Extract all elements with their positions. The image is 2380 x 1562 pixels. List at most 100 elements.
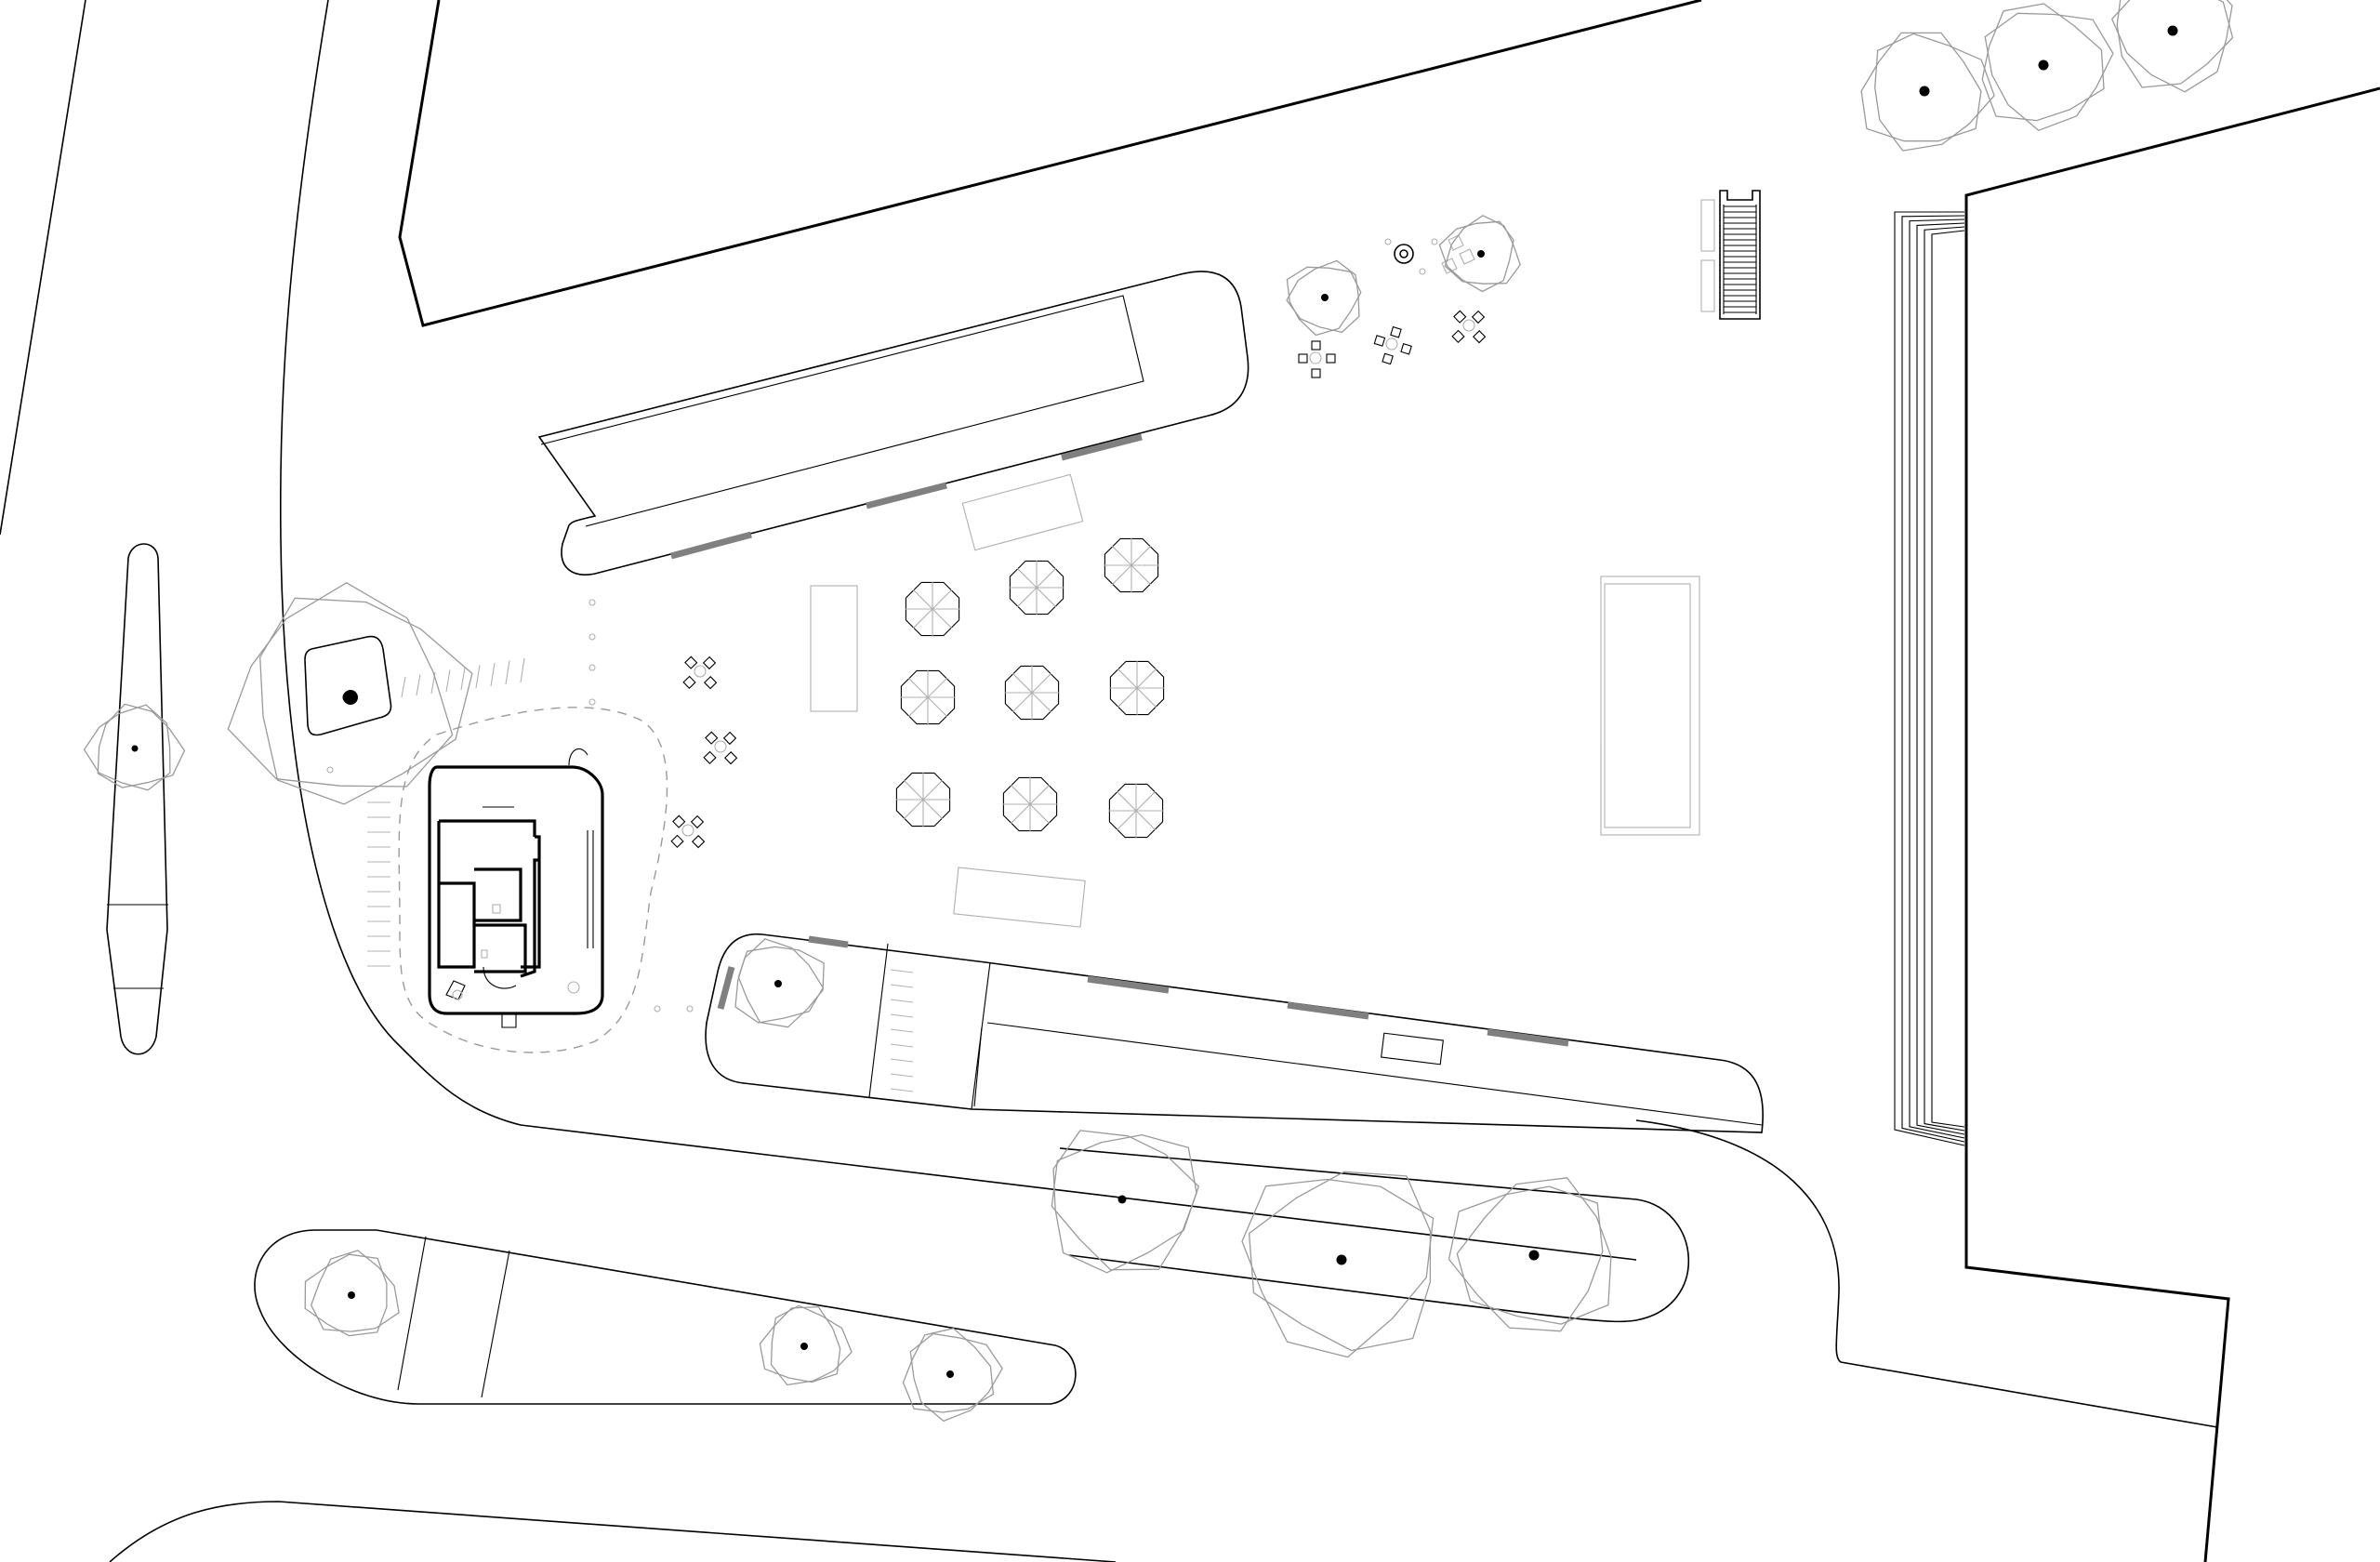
umbrella-canopy bbox=[1104, 537, 1159, 593]
chair bbox=[1451, 329, 1465, 343]
tree bbox=[759, 1304, 853, 1386]
umbrella bbox=[1108, 783, 1164, 839]
chair bbox=[1373, 335, 1386, 347]
tree bbox=[83, 703, 186, 791]
pavilion-entry-door bbox=[483, 748, 588, 1028]
tree-trunk bbox=[1477, 250, 1485, 258]
tree-canopy bbox=[1981, 3, 2105, 122]
umbrella-rib bbox=[1111, 564, 1132, 586]
umbrella-canopy bbox=[900, 669, 956, 725]
stage-east bbox=[1600, 576, 1700, 836]
planter-slat bbox=[445, 669, 451, 693]
tree-trunk bbox=[1336, 1254, 1347, 1265]
umbrella-rib bbox=[1016, 567, 1038, 589]
corner-planter bbox=[304, 635, 525, 736]
pavilion-plant-2 bbox=[567, 981, 580, 994]
tree-canopy bbox=[902, 1328, 995, 1413]
tree-canopy bbox=[1438, 220, 1514, 293]
stair-outline bbox=[1719, 190, 1761, 320]
umbrella-canopy bbox=[1004, 665, 1060, 721]
tree-canopy bbox=[770, 1304, 853, 1386]
umbrella-rib bbox=[1116, 810, 1137, 831]
tree-trunk bbox=[946, 1370, 954, 1378]
umbrella-rib bbox=[903, 799, 924, 820]
planter-slat bbox=[490, 662, 496, 687]
bollard bbox=[1419, 268, 1426, 275]
tree-canopy bbox=[227, 582, 454, 788]
tree bbox=[1981, 3, 2114, 131]
table-set bbox=[1373, 325, 1412, 365]
south-bench-divider-1 bbox=[868, 943, 889, 1098]
south-bench-strip-2 bbox=[1087, 975, 1170, 994]
street-lines bbox=[0, 0, 2218, 1562]
bench-step bbox=[890, 1073, 914, 1078]
umbrella-rib bbox=[907, 677, 929, 698]
umbrella-rib bbox=[1012, 692, 1033, 713]
tree-canopy bbox=[2111, 0, 2233, 93]
tree-trunk bbox=[343, 690, 358, 705]
tree-canopy bbox=[311, 1250, 400, 1332]
tree-canopy bbox=[1248, 1171, 1432, 1352]
tree bbox=[902, 1328, 1003, 1423]
umbrella-rib bbox=[1130, 545, 1152, 566]
umbrella bbox=[895, 772, 951, 827]
table-set bbox=[682, 655, 718, 690]
umbrella-rib bbox=[1130, 564, 1152, 586]
fountain-inner bbox=[1399, 249, 1408, 258]
tree-canopy bbox=[1874, 33, 1995, 152]
table bbox=[1309, 351, 1322, 364]
south-bench-steps bbox=[890, 969, 914, 1092]
terrace-step bbox=[1931, 230, 1965, 1128]
south-curb-line bbox=[109, 1501, 1117, 1562]
table-set bbox=[1451, 310, 1487, 344]
tree-canopy bbox=[909, 1332, 1003, 1423]
bench-step bbox=[890, 1088, 914, 1092]
tree-canopy bbox=[1286, 259, 1360, 334]
bench-step bbox=[890, 984, 914, 988]
tree bbox=[304, 1250, 400, 1337]
south-bench-strip-4 bbox=[1487, 1028, 1569, 1047]
chair bbox=[1311, 340, 1321, 351]
chair bbox=[691, 835, 706, 849]
table bbox=[1462, 319, 1475, 332]
umbrella bbox=[900, 669, 956, 725]
bollard bbox=[654, 1005, 661, 1013]
south-bench-planter bbox=[705, 933, 1764, 1133]
south-bench-strip-5 bbox=[717, 966, 735, 1010]
bollard bbox=[588, 633, 596, 641]
chair bbox=[1326, 353, 1336, 364]
west-island bbox=[106, 543, 168, 1055]
tree bbox=[1286, 259, 1362, 337]
east-curb-line bbox=[1635, 1119, 2218, 1428]
tree-canopy bbox=[259, 597, 473, 805]
bench-step bbox=[890, 1043, 914, 1048]
umbrella-rib bbox=[1116, 790, 1137, 812]
tree-canopy bbox=[1444, 215, 1521, 285]
umbrella-canopy bbox=[905, 581, 960, 637]
chair bbox=[670, 834, 684, 848]
chair bbox=[703, 750, 717, 764]
tree-trunk bbox=[1919, 86, 1930, 97]
tree bbox=[1860, 32, 1995, 152]
umbrella-canopy bbox=[1108, 783, 1164, 839]
fountain-outer bbox=[1394, 244, 1414, 264]
table-set bbox=[703, 731, 738, 765]
tree-canopy bbox=[1456, 1177, 1612, 1325]
tree-trunk bbox=[348, 1291, 355, 1299]
north-bench-strip-2 bbox=[866, 482, 947, 510]
chair bbox=[682, 675, 696, 689]
umbrella-rib bbox=[1029, 784, 1051, 805]
terrace-step bbox=[1916, 222, 1965, 1135]
main-curb-line bbox=[279, 0, 1637, 1261]
chair bbox=[684, 655, 698, 669]
tree bbox=[1448, 1177, 1612, 1332]
umbrella-rib bbox=[932, 608, 953, 629]
table-set bbox=[670, 814, 706, 849]
umbrella-rib bbox=[922, 799, 944, 820]
tree-trunk bbox=[1117, 1195, 1127, 1204]
south-island-divider-1 bbox=[397, 1236, 427, 1391]
umbrella-rib bbox=[927, 677, 948, 698]
tree-canopy bbox=[1051, 1133, 1197, 1271]
chair bbox=[1453, 310, 1467, 324]
